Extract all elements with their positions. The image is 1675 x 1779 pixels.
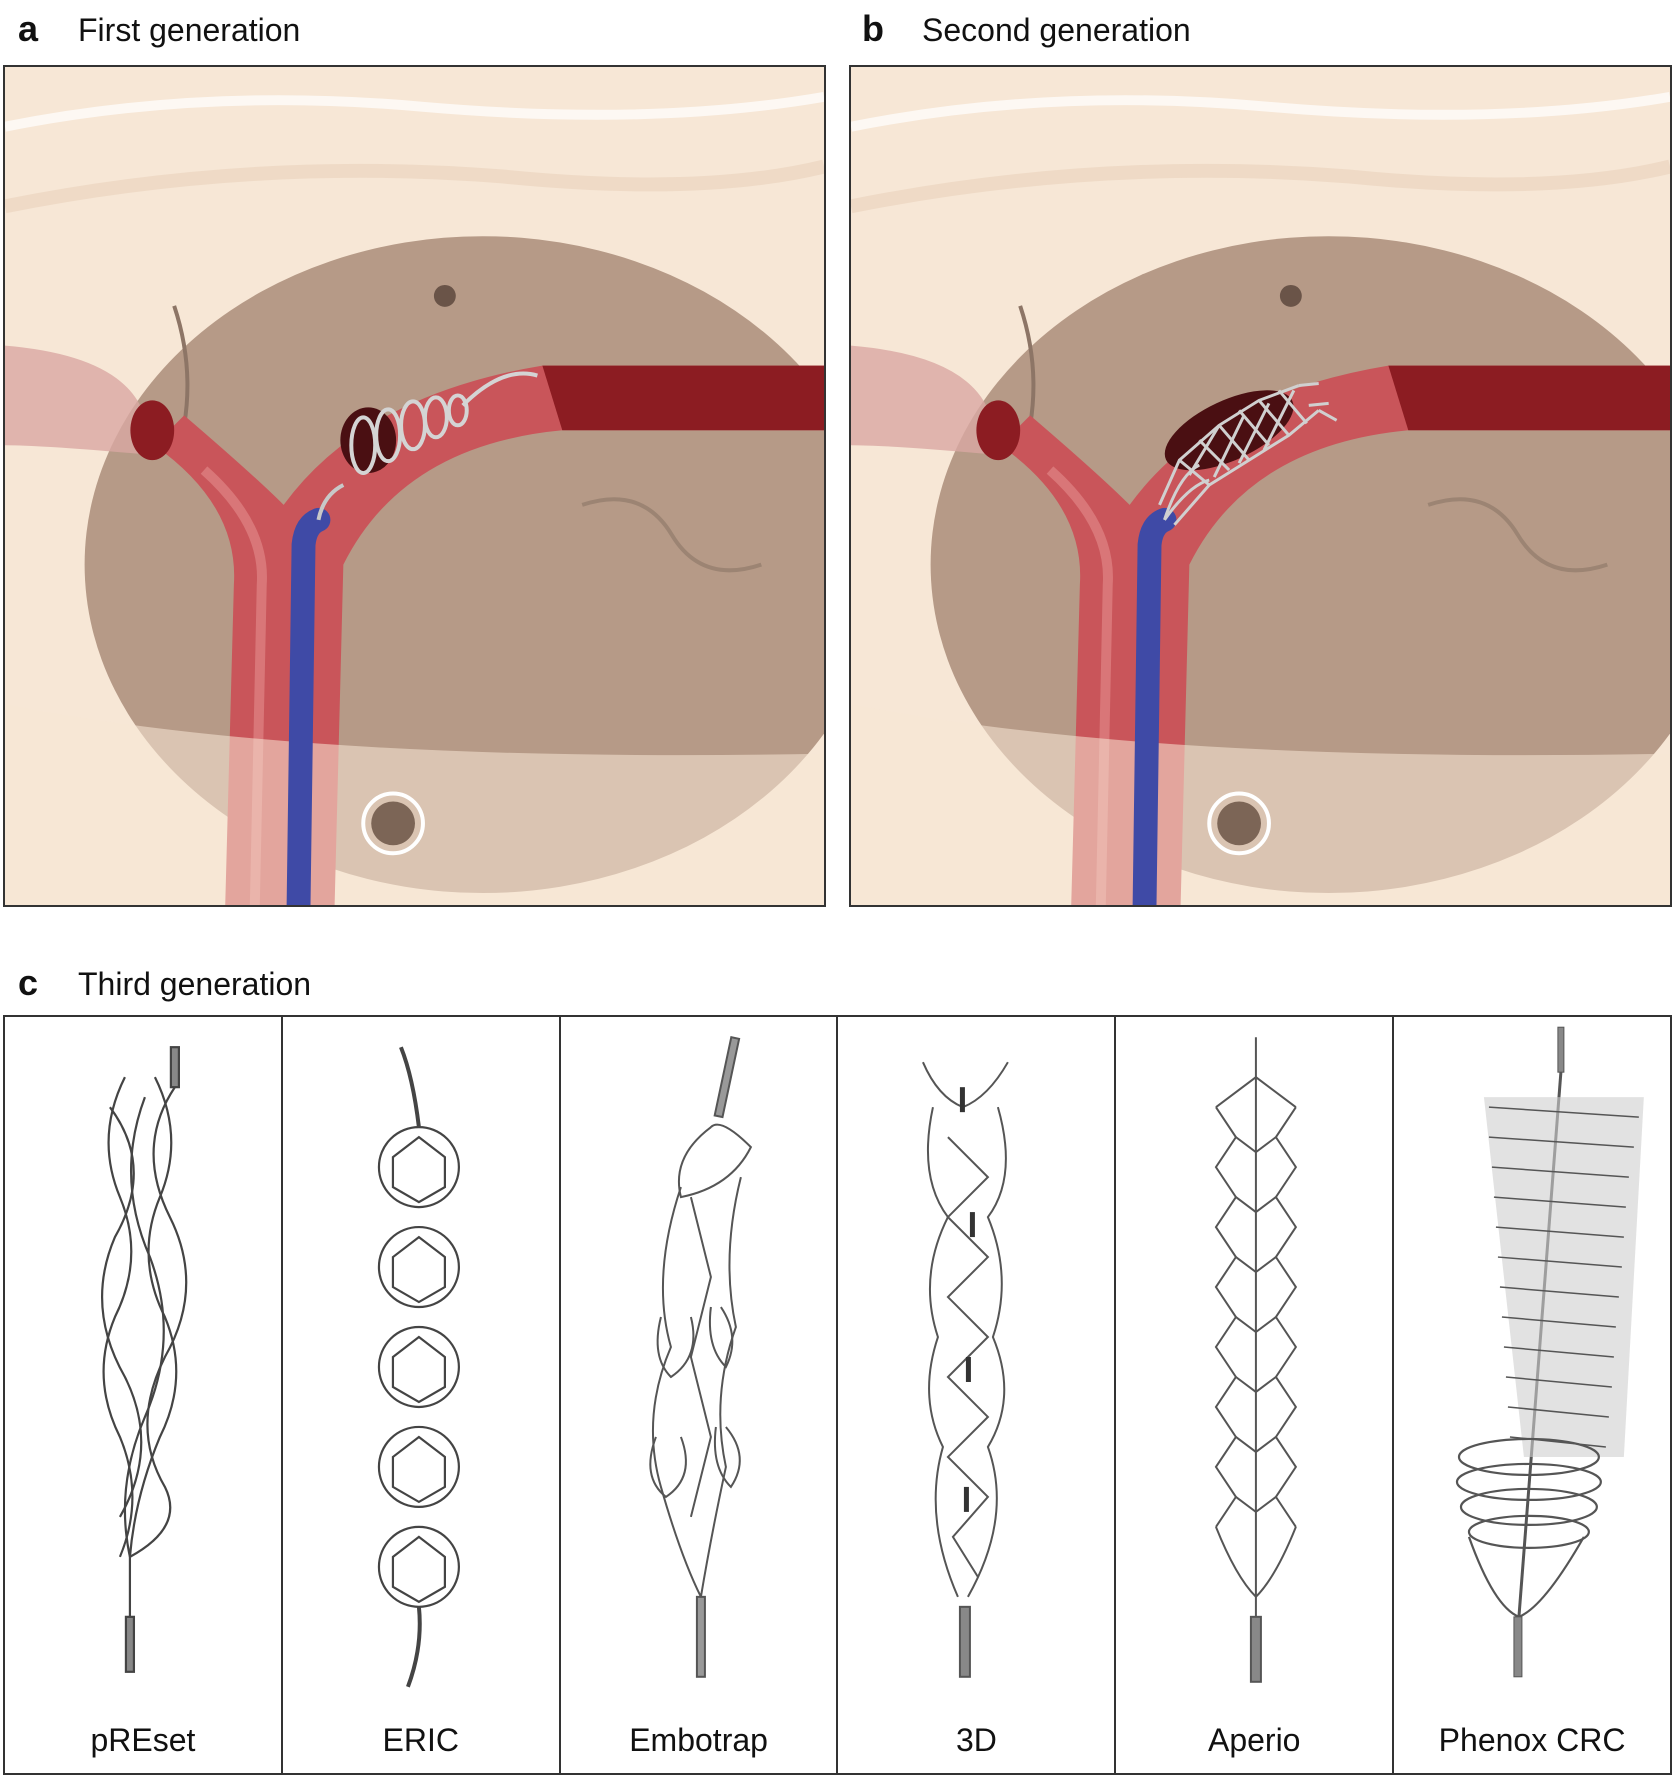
open-cell-retriever-icon <box>1215 1037 1298 1683</box>
panel-a-title: First generation <box>78 12 301 48</box>
dual-layer-retriever-icon <box>649 1036 752 1678</box>
chamber-retriever-icon <box>922 1061 1010 1678</box>
panel-a-illustration <box>3 65 826 907</box>
coil-retriever-illustration <box>5 67 824 905</box>
stent-retriever-icon <box>101 1046 188 1673</box>
brush-retriever-icon <box>1456 1026 1644 1678</box>
device-cell-embotrap: Embotrap <box>561 1017 839 1773</box>
panel-b-illustration <box>849 65 1672 907</box>
device-label-embotrap: Embotrap <box>629 1722 768 1758</box>
device-label-aperio: Aperio <box>1207 1722 1301 1758</box>
panel-b-letter: b <box>862 8 884 49</box>
spherical-cage-retriever-icon <box>377 1046 460 1688</box>
panel-a-header: a First generation <box>18 8 300 50</box>
device-label-phenox-crc: Phenox CRC <box>1438 1722 1626 1758</box>
device-cell-3d: 3D <box>838 1017 1117 1773</box>
device-label-3d: 3D <box>955 1722 997 1758</box>
device-cell-eric: ERIC <box>283 1017 561 1773</box>
panel-c-title: Third generation <box>78 966 312 1002</box>
panel-c-letter: c <box>18 962 39 1003</box>
stent-retriever-illustration <box>851 67 1670 905</box>
panel-a-letter: a <box>18 8 39 49</box>
device-label-eric: ERIC <box>382 1722 459 1758</box>
device-label-preset: pREset <box>90 1722 196 1758</box>
third-generation-devices: pREset ERIC <box>3 1015 1672 1775</box>
panel-b-title: Second generation <box>922 12 1191 48</box>
device-cell-phenox-crc: Phenox CRC <box>1394 1017 1670 1773</box>
panel-c-header: c Third generation <box>18 962 311 1004</box>
panel-b-header: b Second generation <box>862 8 1191 50</box>
device-cell-preset: pREset <box>5 1017 283 1773</box>
device-cell-aperio: Aperio <box>1116 1017 1395 1773</box>
